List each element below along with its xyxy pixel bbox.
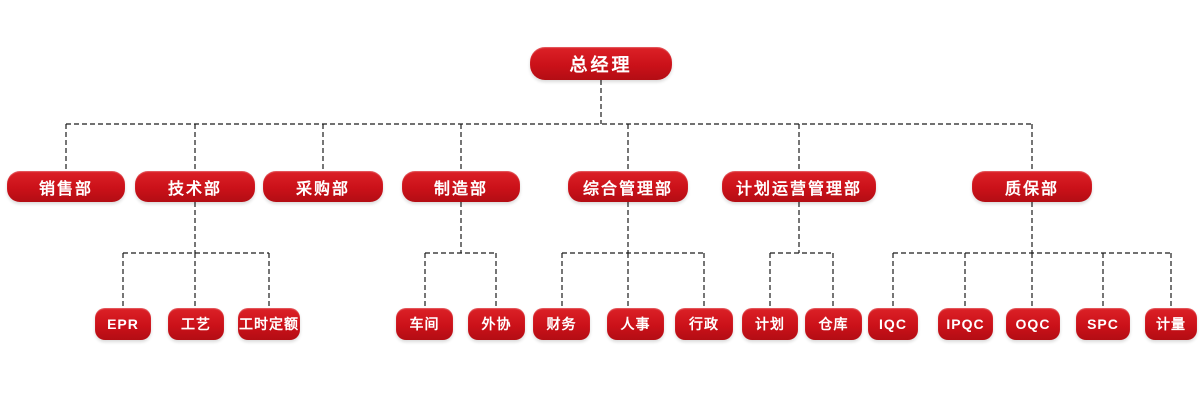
org-node-process: 工艺 [168,308,224,340]
connector-tech-children [122,202,270,308]
org-node-plan: 计划 [742,308,798,340]
org-node-workshop: 车间 [396,308,453,340]
org-node-general-manager: 总经理 [530,47,672,80]
connector-level2-drops [65,124,1033,171]
org-node-planning-ops: 计划运营管理部 [722,171,876,202]
org-node-outsourcing: 外协 [468,308,525,340]
connector-planning-children [769,202,834,308]
org-node-general-admin: 综合管理部 [568,171,688,202]
org-node-warehouse: 仓库 [805,308,862,340]
connector-qa-children [892,202,1172,308]
org-node-sales: 销售部 [7,171,125,202]
org-node-qa: 质保部 [972,171,1092,202]
connector-admin-children [561,202,705,308]
org-node-iqc: IQC [868,308,918,340]
org-node-spc: SPC [1076,308,1130,340]
org-node-administration: 行政 [675,308,733,340]
org-node-metrology: 计量 [1145,308,1197,340]
org-node-finance: 财务 [533,308,590,340]
org-node-labor-quota: 工时定额 [238,308,300,340]
org-node-purchasing: 采购部 [263,171,383,202]
org-node-oqc: OQC [1006,308,1060,340]
connector-manufacturing-children [424,202,497,308]
org-node-epr: EPR [95,308,151,340]
org-node-ipqc: IPQC [938,308,993,340]
org-node-manufacturing: 制造部 [402,171,520,202]
org-node-tech: 技术部 [135,171,255,202]
org-node-hr: 人事 [607,308,664,340]
